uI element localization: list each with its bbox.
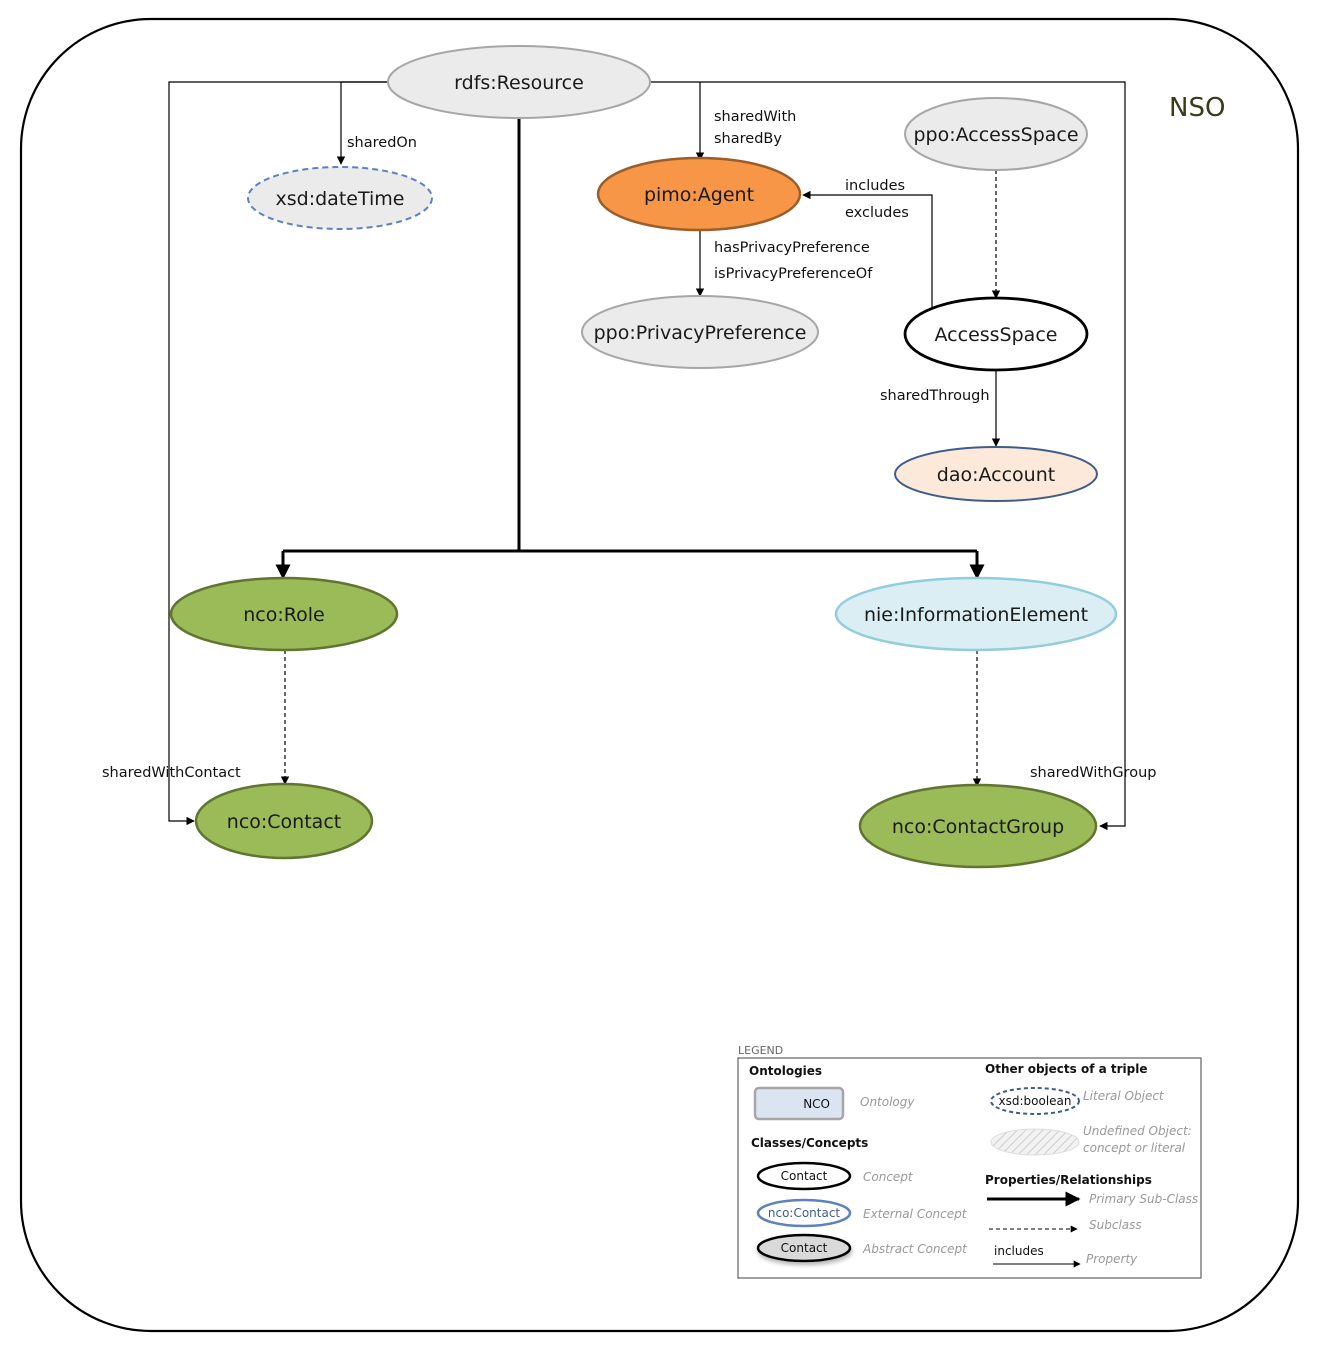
node-dao-account-label: dao:Account [937, 464, 1055, 486]
node-xsd-datetime: xsd:dateTime [247, 166, 433, 230]
frame-title: NSO [1169, 93, 1225, 123]
legend-ontology-sample [753, 1086, 845, 1121]
legend-ontology-desc: Ontology [860, 1095, 915, 1109]
legend-external-sample-label: nco:Contact [768, 1206, 841, 1220]
node-ppo-accessspace-label: ppo:AccessSpace [913, 124, 1078, 146]
legend-ontologies-head: Ontologies [749, 1064, 822, 1078]
legend-literal-sample-label: xsd:boolean [999, 1094, 1072, 1108]
legend-external-desc: External Concept [863, 1207, 968, 1221]
legend-ontology-sample-label: NCO [803, 1097, 830, 1111]
node-nco-role-label: nco:Role [243, 604, 324, 626]
legend-props-head: Properties/Relationships [985, 1173, 1152, 1187]
node-ppo-privacypreference: ppo:PrivacyPreference [581, 295, 819, 369]
legend-undefined-sample [990, 1128, 1080, 1156]
legend-concept-desc: Concept [863, 1170, 914, 1184]
legend: LEGEND Ontologies NCO Ontology Classes/C… [737, 1044, 1202, 1279]
edge-label-sharedby: sharedBy [714, 131, 782, 147]
legend-property-desc: Property [1086, 1252, 1138, 1266]
edge-label-isprivacypreferenceof: isPrivacyPreferenceOf [714, 266, 873, 282]
node-rdfs-resource: rdfs:Resource [387, 45, 651, 119]
edge-label-sharedthrough: sharedThrough [880, 388, 990, 404]
edge-label-includes: includes [845, 178, 905, 194]
edges [168, 81, 1126, 831]
node-dao-account: dao:Account [894, 446, 1098, 502]
legend-abstract-sample [756, 1233, 852, 1263]
node-nco-contactgroup-label: nco:ContactGroup [892, 816, 1064, 838]
legend-undefined-desc-2: concept or literal [1083, 1141, 1186, 1155]
node-xsd-datetime-label: xsd:dateTime [276, 188, 405, 210]
legend-concept-sample [756, 1161, 852, 1191]
edge-label-sharedwithcontact: sharedWithContact [102, 765, 241, 781]
legend-property-sample-label: includes [994, 1244, 1044, 1258]
legend-concept-sample-label: Contact [781, 1169, 828, 1183]
node-pimo-agent-label: pimo:Agent [644, 184, 754, 206]
node-nie-informationelement-label: nie:InformationElement [864, 604, 1088, 626]
legend-subclass-desc: Subclass [1089, 1218, 1142, 1232]
legend-abstract-sample-label: Contact [781, 1241, 828, 1255]
legend-classes-head: Classes/Concepts [751, 1136, 868, 1150]
node-nco-contact-label: nco:Contact [227, 811, 341, 833]
edge-label-sharedwithgroup: sharedWithGroup [1030, 765, 1156, 781]
legend-literal-sample [990, 1087, 1080, 1115]
node-nco-role: nco:Role [169, 576, 399, 652]
edge-label-sharedwith: sharedWith [714, 109, 796, 125]
legend-title: LEGEND [738, 1044, 783, 1057]
edge-label-excludes: excludes [845, 205, 909, 221]
legend-abstract-desc: Abstract Concept [862, 1242, 968, 1256]
node-accessspace-label: AccessSpace [935, 324, 1058, 346]
node-ppo-privacypreference-label: ppo:PrivacyPreference [594, 322, 807, 344]
node-rdfs-resource-label: rdfs:Resource [454, 72, 584, 94]
node-pimo-agent: pimo:Agent [596, 156, 802, 232]
legend-undefined-desc-1: Undefined Object: [1083, 1124, 1192, 1138]
node-accessspace: AccessSpace [903, 296, 1089, 372]
node-nco-contact: nco:Contact [194, 782, 374, 860]
legend-other-head: Other objects of a triple [985, 1062, 1148, 1076]
node-nie-informationelement: nie:InformationElement [834, 576, 1118, 652]
edge-label-sharedon: sharedOn [347, 135, 417, 151]
node-nco-contactgroup: nco:ContactGroup [858, 783, 1098, 869]
legend-primary-desc: Primary Sub-Class [1089, 1192, 1198, 1206]
nso-frame [19, 17, 1300, 1333]
legend-literal-desc: Literal Object [1083, 1089, 1165, 1103]
node-ppo-accessspace: ppo:AccessSpace [904, 97, 1088, 171]
legend-external-sample [756, 1198, 852, 1228]
edge-label-hasprivacypreference: hasPrivacyPreference [714, 240, 870, 256]
